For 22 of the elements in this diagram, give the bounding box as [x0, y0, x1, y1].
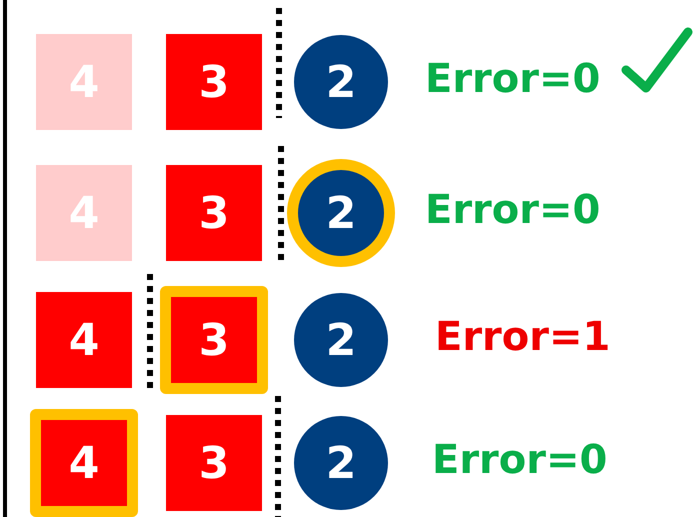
- number-label: 3: [198, 314, 230, 366]
- number-label: 2: [326, 188, 356, 238]
- number-label: 3: [198, 56, 230, 108]
- number-label: 3: [198, 438, 230, 488]
- number-label: 3: [198, 188, 230, 238]
- number-label: 4: [68, 438, 100, 488]
- error-label: Error=0: [425, 56, 600, 102]
- number-label: 4: [68, 314, 100, 366]
- number-square: [36, 165, 132, 261]
- number-square: [30, 409, 138, 517]
- number-square: [160, 286, 268, 394]
- error-label: Error=0: [432, 437, 608, 483]
- number-square: [36, 34, 132, 130]
- number-label: 2: [326, 438, 356, 488]
- number-square: [166, 165, 262, 261]
- number-label: 2: [326, 56, 356, 108]
- number-square: [36, 292, 132, 388]
- error-label: Error=0: [425, 187, 600, 233]
- number-square: [166, 415, 262, 511]
- number-label: 2: [326, 314, 356, 366]
- number-square: [166, 34, 262, 130]
- error-label: Error=1: [435, 314, 610, 360]
